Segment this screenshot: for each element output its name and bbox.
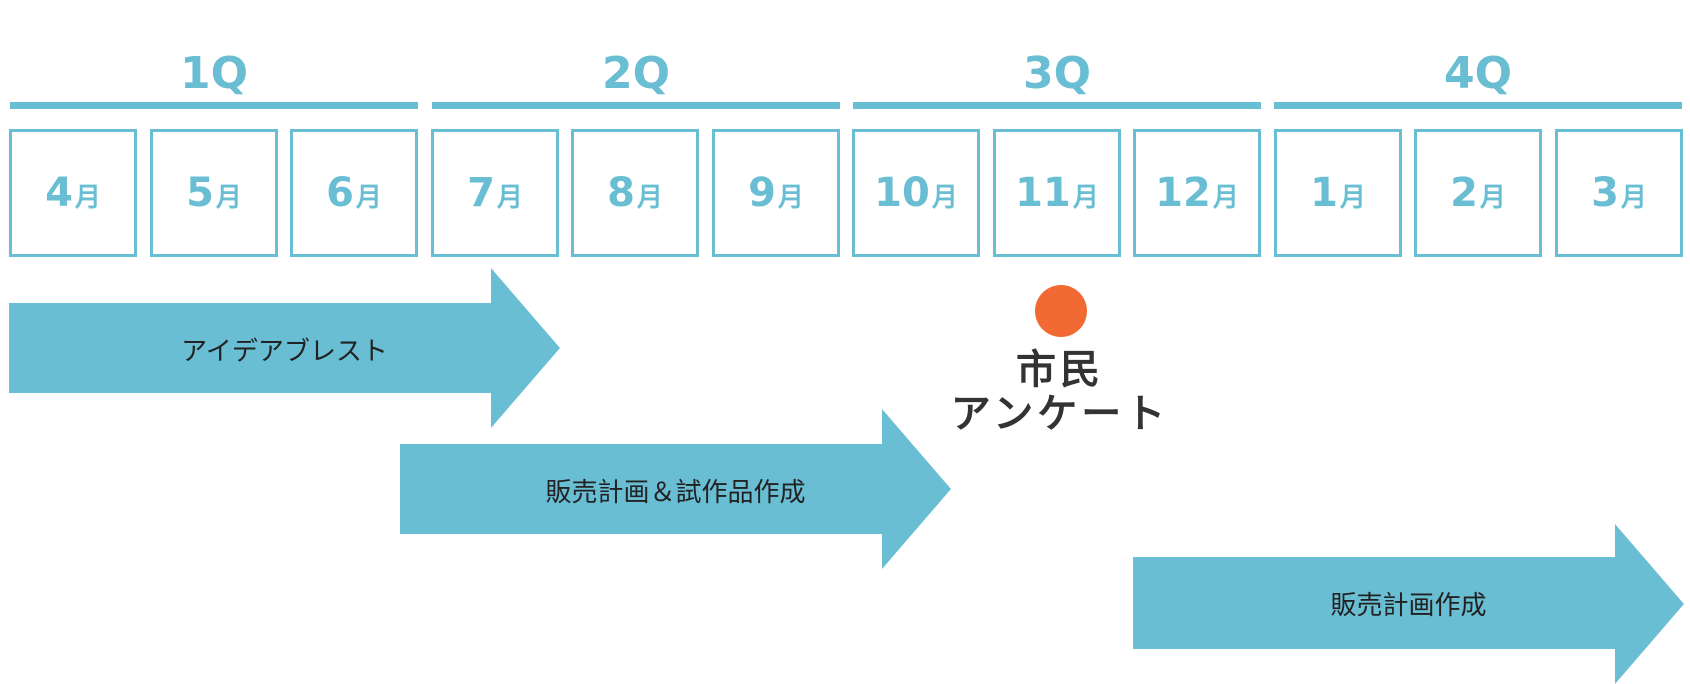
task-arrow-sales-plan-prototype: 販売計画＆試作品作成 <box>400 409 951 569</box>
quarter-bar <box>432 102 840 109</box>
quarter-label: 3Q <box>1022 48 1092 99</box>
task-label: アイデアブレスト <box>181 337 388 367</box>
quarter-label: 4Q <box>1443 48 1513 99</box>
arrow-shape <box>1133 524 1684 684</box>
month-number: 2 <box>1450 170 1478 216</box>
quarter-3q: 3Q <box>853 44 1261 114</box>
month-unit: 月 <box>636 183 663 213</box>
milestone-line-2: アンケート <box>950 391 1170 437</box>
month-number: 6 <box>326 170 354 216</box>
month-number: 11 <box>1015 170 1071 216</box>
quarter-bar <box>853 102 1261 109</box>
quarter-label: 2Q <box>601 48 671 99</box>
month-number: 4 <box>45 170 73 216</box>
arrow-shape <box>9 268 560 428</box>
month-number: 8 <box>607 170 635 216</box>
arrow-shape <box>400 409 951 569</box>
month-number: 10 <box>874 170 930 216</box>
month-number: 3 <box>1591 170 1619 216</box>
month-number: 9 <box>748 170 776 216</box>
month-unit: 月 <box>355 183 382 213</box>
milestone-line-1: 市民 <box>1016 347 1104 393</box>
task-arrow-idea-brainstorm: アイデアブレスト <box>9 268 560 428</box>
month-unit: 月 <box>777 183 804 213</box>
task-arrow-sales-plan: 販売計画作成 <box>1133 524 1684 684</box>
month-unit: 月 <box>1339 183 1366 213</box>
month-number: 1 <box>1310 170 1338 216</box>
quarter-bar <box>10 102 418 109</box>
month-unit: 月 <box>1212 183 1239 213</box>
month-unit: 月 <box>496 183 523 213</box>
task-label: 販売計画＆試作品作成 <box>545 478 806 508</box>
quarter-1q: 1Q <box>10 44 418 114</box>
quarter-bar <box>1274 102 1682 109</box>
month-unit: 月 <box>74 183 101 213</box>
milestone-label: 市民 アンケート <box>930 348 1190 436</box>
month-unit: 月 <box>1072 183 1099 213</box>
month-number: 7 <box>467 170 495 216</box>
task-label: 販売計画作成 <box>1330 591 1487 621</box>
month-unit: 月 <box>1620 183 1647 213</box>
milestone-dot <box>1035 285 1087 337</box>
month-unit: 月 <box>1479 183 1506 213</box>
month-unit: 月 <box>215 183 242 213</box>
quarter-label: 1Q <box>179 48 249 99</box>
quarter-4q: 4Q <box>1274 44 1682 114</box>
month-unit: 月 <box>931 183 958 213</box>
month-number: 12 <box>1155 170 1211 216</box>
month-number: 5 <box>186 170 214 216</box>
quarter-2q: 2Q <box>432 44 840 114</box>
